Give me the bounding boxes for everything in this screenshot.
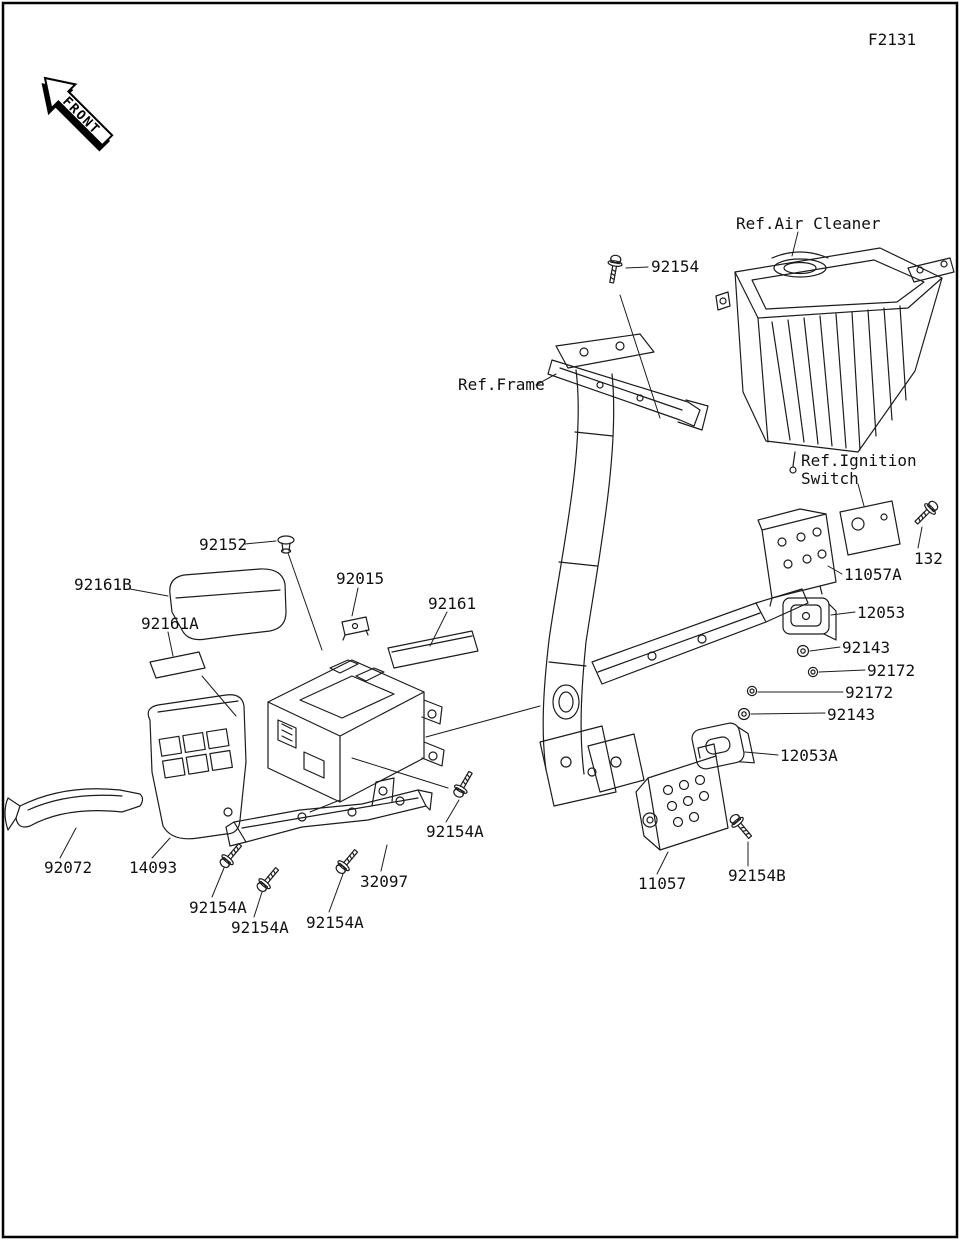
washer-92143-bottom [737,707,751,721]
callout-92161: 92161 [428,594,477,613]
bolt-92154A-2 [253,863,284,896]
callout-92143-bottom: 92143 [827,705,876,724]
junction-box-drawing [267,659,445,803]
callout-92172-bottom: 92172 [845,683,894,702]
front-arrow: FRONT [41,76,114,152]
callout-92172-top: 92172 [867,661,916,680]
frame-drawing [539,333,809,807]
callout-92072: 92072 [44,858,93,877]
nut-92172-bottom [746,685,758,697]
callout-92154A-3: 92154A [306,913,364,932]
arm-92072-drawing [4,788,144,831]
bolt-92154B [726,810,757,843]
washer-92143-top [796,644,810,658]
label-plate-92161A-drawing [149,651,206,679]
bracket-11057-drawing [635,743,729,851]
callout-92161B: 92161B [74,575,132,594]
callout-11057: 11057 [638,874,687,893]
callout-11057A: 11057A [844,565,902,584]
callout-12053A: 12053A [780,746,838,765]
ref-frame-label: Ref.Frame [458,375,545,394]
bolt-92154A-3 [332,845,363,878]
callout-92154: 92154 [651,257,700,276]
clamp-92015-drawing [341,616,370,641]
callout-92143-top: 92143 [842,638,891,657]
label-plate-92161-drawing [387,630,479,669]
bolt-92154A-4 [450,768,478,801]
bolt-92154 [604,253,624,285]
callout-92154A-2: 92154A [231,918,289,937]
callout-92015: 92015 [336,569,385,588]
bracket-32097-drawing [225,777,433,847]
callout-12053: 12053 [857,603,906,622]
ref-ignition-switch-label-line2: Switch [801,469,859,488]
callout-32097: 32097 [360,872,409,891]
figure-code: F2131 [868,30,917,49]
callout-92154A-1: 92154A [189,898,247,917]
callout-92161A: 92161A [141,614,199,633]
bolt-132 [910,497,942,529]
ignition-switch-drawing [839,500,901,556]
callout-92152: 92152 [199,535,248,554]
ref-air-cleaner-label: Ref.Air Cleaner [736,214,881,233]
callout-92154A-right: 92154A [426,822,484,841]
clip-92152-drawing [277,535,295,554]
bracket-11057A-drawing [757,508,837,607]
bracket-14093-drawing [147,694,247,840]
damper-12053A-drawing [691,722,755,770]
ref-ignition-switch-label-line1: Ref.Ignition [801,451,917,470]
air-cleaner-drawing [715,247,955,474]
callout-92154B: 92154B [728,866,786,885]
cover-92161B-drawing [169,568,287,641]
leader-lines [59,231,923,918]
bolt-92154A-1 [216,839,247,872]
callout-132: 132 [914,549,943,568]
damper-12053-drawing [782,597,837,641]
callout-14093: 14093 [129,858,178,877]
nut-92172-top [807,666,819,678]
